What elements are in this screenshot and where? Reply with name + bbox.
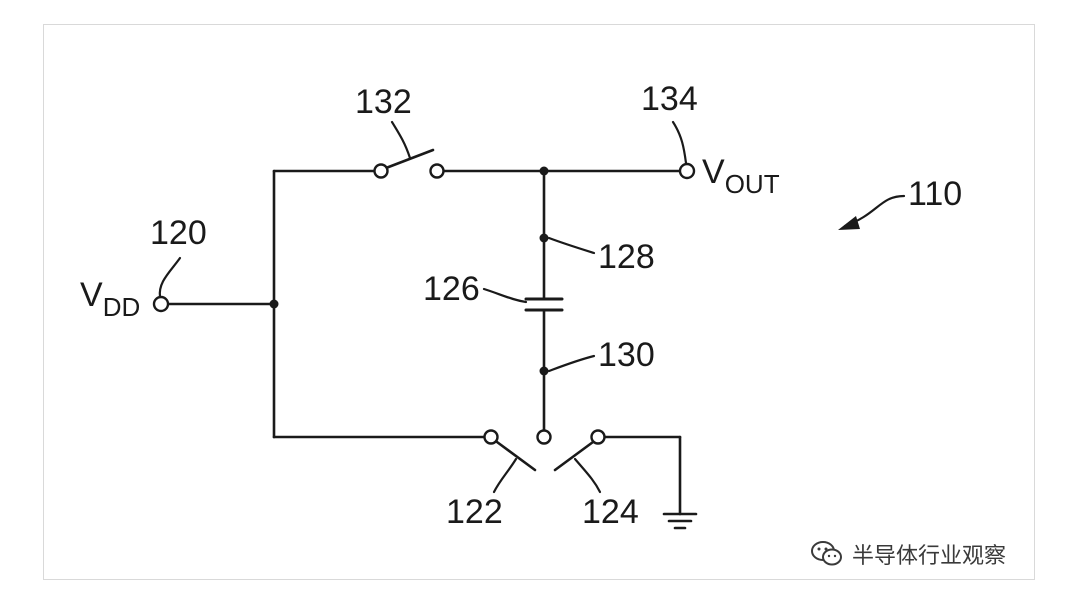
junction-vdd bbox=[269, 299, 279, 309]
node-128 bbox=[539, 233, 549, 243]
vdd-label: VDD bbox=[80, 276, 140, 322]
leader-134 bbox=[671, 120, 688, 165]
switch-122-contact bbox=[483, 429, 499, 445]
figure-frame bbox=[43, 24, 1035, 580]
ground-symbol bbox=[662, 512, 698, 530]
vdd-label-subscript: DD bbox=[103, 292, 141, 322]
watermark: 半导体行业观察 bbox=[810, 537, 1006, 571]
leader-132 bbox=[390, 120, 412, 160]
arrowhead-110 bbox=[838, 216, 860, 230]
wechat-icon bbox=[811, 541, 842, 566]
watermark-text: 半导体行业观察 bbox=[852, 544, 1007, 569]
reference-labels: 120 132 134 128 126 130 122 124 110 bbox=[150, 80, 962, 531]
label-134: 134 bbox=[641, 80, 698, 118]
voltage-labels: VDD VOUT bbox=[80, 153, 780, 322]
switch-132-left-contact bbox=[373, 163, 389, 179]
label-122: 122 bbox=[446, 493, 503, 531]
label-124: 124 bbox=[582, 493, 639, 531]
leader-126 bbox=[482, 287, 528, 304]
leader-130 bbox=[547, 354, 596, 373]
vout-terminal bbox=[678, 162, 696, 180]
switch-124-contact bbox=[590, 429, 606, 445]
switch-124-blade bbox=[553, 440, 595, 472]
junction-top bbox=[539, 166, 549, 176]
vout-label: VOUT bbox=[702, 153, 780, 199]
capacitor-126 bbox=[524, 297, 564, 312]
vout-label-subscript: OUT bbox=[725, 169, 780, 199]
leader-lines bbox=[158, 120, 906, 494]
vdd-terminal bbox=[152, 295, 170, 313]
label-132: 132 bbox=[355, 83, 412, 121]
label-130: 130 bbox=[598, 336, 655, 374]
junctions bbox=[269, 166, 549, 376]
vout-label-base: V bbox=[702, 153, 725, 191]
switch-122-blade bbox=[495, 440, 537, 472]
label-120: 120 bbox=[150, 214, 207, 252]
label-126: 126 bbox=[423, 270, 480, 308]
node-130 bbox=[539, 366, 549, 376]
switch-132-blade bbox=[384, 148, 435, 170]
switch-common-contact bbox=[536, 429, 552, 445]
leader-122 bbox=[492, 457, 518, 494]
terminals bbox=[152, 162, 696, 445]
vdd-label-base: V bbox=[80, 276, 103, 314]
label-110: 110 bbox=[908, 175, 962, 213]
switch-132-right-contact bbox=[429, 163, 445, 179]
label-128: 128 bbox=[598, 238, 655, 276]
leader-128 bbox=[547, 236, 596, 255]
switch-blades bbox=[384, 148, 595, 472]
leader-124 bbox=[573, 457, 602, 494]
leader-120 bbox=[158, 256, 182, 299]
